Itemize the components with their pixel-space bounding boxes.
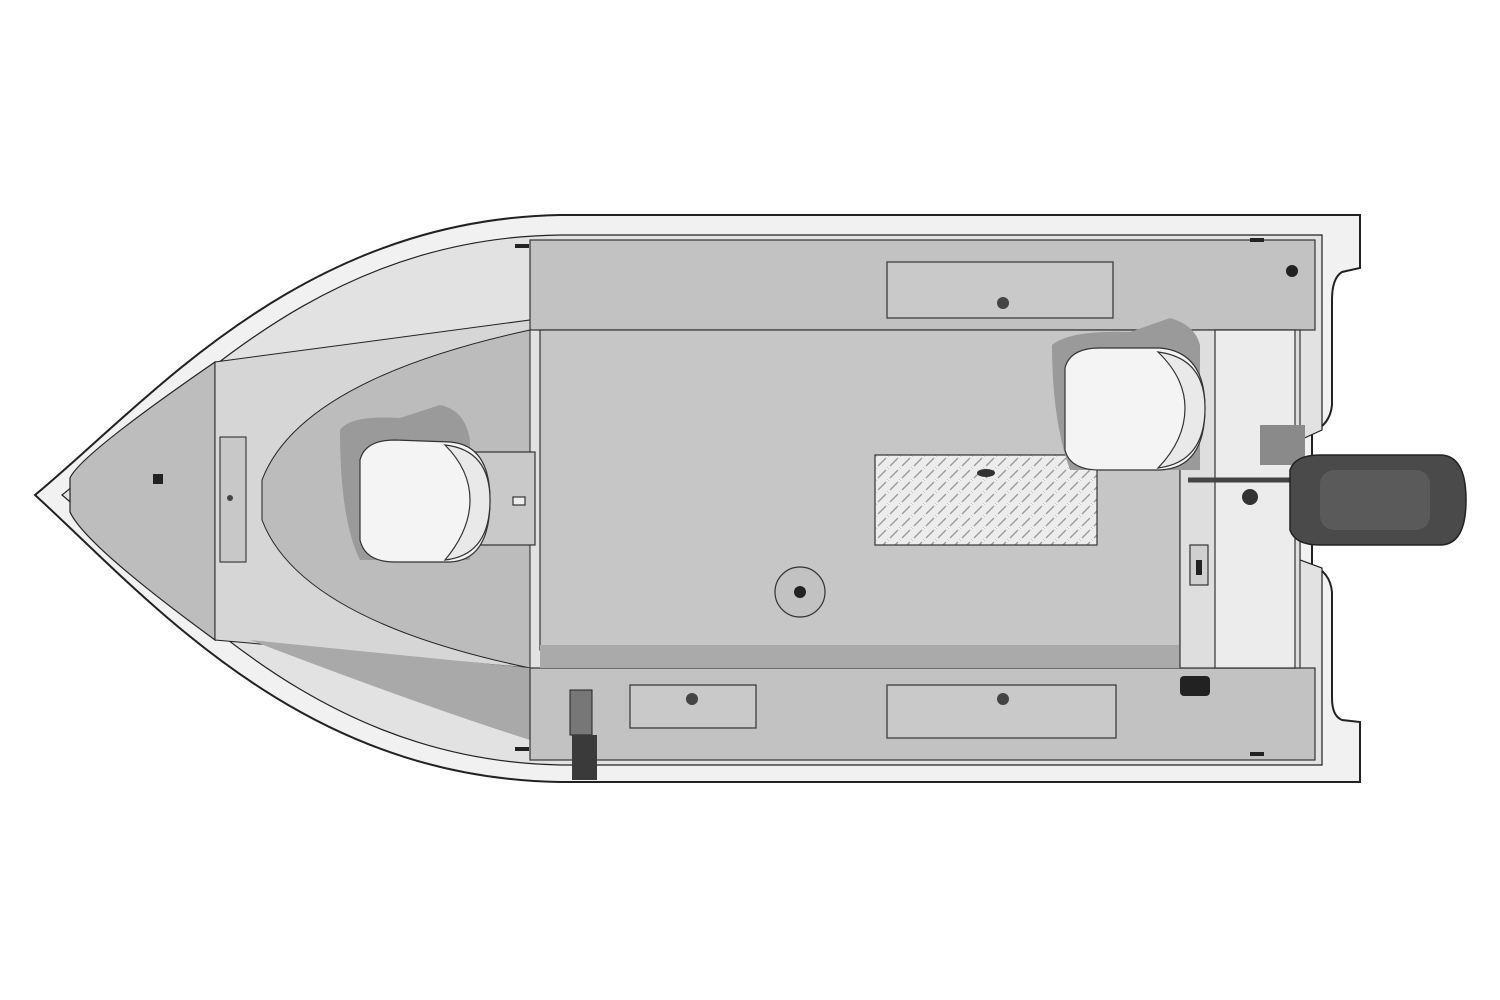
starboard-storage-hatch <box>886 261 1114 319</box>
diamond-plate-hatch <box>874 454 1098 546</box>
port-gunwale-strip <box>250 640 530 740</box>
diamond-plate <box>874 454 1098 546</box>
mount-bracket <box>569 689 593 736</box>
cleat <box>515 747 529 751</box>
anchor-locker-latch <box>227 495 233 501</box>
drain-plug <box>1286 265 1298 277</box>
gunwale-cleats <box>515 238 1264 756</box>
rear-cleat <box>1180 676 1210 696</box>
cleat <box>515 244 529 248</box>
hatch-latch <box>686 693 698 705</box>
trolling-motor-mount <box>569 689 597 780</box>
switch-knob <box>1196 560 1202 575</box>
fuel-tank-mount <box>1260 425 1305 465</box>
port-storage-hatch-front <box>629 684 757 729</box>
motor-top-panel <box>1320 470 1430 530</box>
floor-shadow <box>540 645 1180 668</box>
seat-latch <box>512 496 526 506</box>
hatch-latch <box>997 693 1009 705</box>
pedestal-socket <box>794 586 806 598</box>
outboard-motor <box>1188 454 1467 546</box>
front-seat-backrest <box>443 444 491 561</box>
seat-pedestal-base <box>774 566 826 618</box>
hatch-handle <box>977 469 995 477</box>
hatch-latch <box>997 297 1009 309</box>
mount-shaft <box>572 735 597 780</box>
bow-cleat <box>153 474 163 484</box>
cleat <box>1250 238 1264 242</box>
rear-seat-backrest <box>1156 351 1206 469</box>
storage-hatches <box>629 261 1117 739</box>
tiller-grip <box>1242 489 1258 505</box>
front-seat <box>340 405 536 563</box>
port-storage-hatch-rear <box>886 684 1117 739</box>
rear-seat <box>1052 318 1206 471</box>
cleat <box>1250 752 1264 756</box>
anchor-locker-hatch <box>219 436 247 563</box>
